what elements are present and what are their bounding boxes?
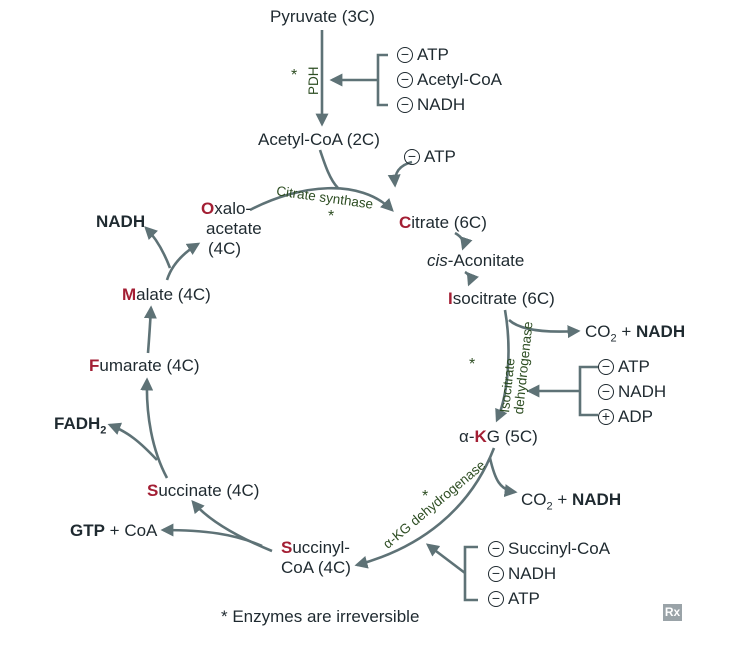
succinate-rest: uccinate (4C)	[158, 481, 260, 500]
fumarate-rest: umarate (4C)	[99, 356, 200, 375]
succinate-to-fumarate-arrow	[140, 377, 169, 479]
gtp-coa-product: GTP + CoA	[70, 521, 158, 540]
malate-label: Malate (4C)	[122, 285, 211, 304]
isocitrate-co2-nadh-product: CO2 + NADH	[585, 322, 686, 345]
oxaloacetate-initial: O	[201, 199, 215, 218]
isocitrate-dh-regulator-atp: −ATP	[598, 357, 650, 376]
cis-prefix: cis	[427, 251, 448, 270]
rx-logo: Rx	[663, 604, 682, 621]
succinyl-coa-line2: CoA (4C)	[281, 558, 351, 577]
succinate-label: Succinate (4C)	[147, 481, 259, 500]
isocitrate-dh-regulator-adp: +ADP	[598, 407, 653, 426]
gtp-branch	[160, 523, 263, 548]
alpha-kg-initial: K	[474, 427, 487, 446]
pdh-enzyme-label: PDH	[306, 66, 321, 95]
citrate-rest: itrate (6C)	[411, 213, 487, 232]
minus-circle-icon: −	[598, 359, 614, 375]
akg-dh-star: *	[422, 488, 429, 505]
fadh2-product: FADH2	[54, 414, 107, 437]
succinyl-coa-to-succinate-arrow	[191, 500, 273, 553]
akg-dh-regulation-arrow	[425, 543, 466, 575]
citrate-label: Citrate (6C)	[399, 213, 487, 232]
isocitrate-dh-star: *	[469, 356, 476, 373]
isocitrate-dh-arrow	[495, 309, 510, 423]
akg-dh-regulator-nadh: −NADH	[488, 564, 556, 583]
citrate-initial: C	[399, 213, 412, 232]
minus-circle-icon: −	[397, 97, 413, 113]
citrate-to-cis-aconitate-arrow	[454, 231, 473, 251]
acetyl-coa-entry-arrow	[318, 149, 339, 189]
fumarate-to-malate-arrow	[143, 305, 157, 354]
isocitrate-label: Isocitrate (6C)	[448, 289, 555, 308]
succinyl-coa-initial: S	[281, 538, 293, 557]
akg-co2-nadh-product: CO2 + NADH	[521, 490, 622, 513]
pdh-regulation-bracket	[376, 53, 388, 107]
isocitrate-rest: socitrate (6C)	[452, 289, 555, 308]
succinyl-coa-label: Succinyl-	[281, 538, 350, 557]
plus-circle-icon: +	[598, 409, 614, 425]
cis-aconitate-rest: -Aconitate	[447, 251, 525, 270]
pdh-regulator-nadh: −NADH	[397, 95, 465, 114]
citrate-synthase-arc	[249, 186, 394, 212]
isocitrate-initial: I	[448, 289, 453, 308]
cis-aconitate-label: cis-Aconitate	[427, 251, 524, 270]
minus-circle-icon: −	[488, 566, 504, 582]
alpha-kg-prefix: α-	[459, 427, 475, 446]
malate-rest: alate (4C)	[136, 285, 211, 304]
alpha-kg-rest: G (5C)	[486, 427, 538, 446]
minus-circle-icon: −	[488, 541, 504, 557]
minus-circle-icon: −	[397, 72, 413, 88]
akg-dh-regulator-succinyl-coa: −Succinyl-CoA	[488, 539, 610, 558]
fadh2-branch	[107, 422, 158, 461]
oxaloacetate-label: Oxalo-	[201, 199, 251, 218]
citrate-synthase-star: *	[328, 208, 335, 225]
minus-circle-icon: −	[397, 47, 413, 63]
oxaloacetate-line2: acetate	[206, 219, 262, 238]
minus-circle-icon: −	[598, 384, 614, 400]
malate-initial: M	[122, 285, 137, 304]
akg-dh-arrow	[354, 447, 496, 569]
footnote: * Enzymes are irreversible	[221, 607, 420, 626]
minus-circle-icon: −	[404, 149, 420, 165]
pdh-star: *	[291, 67, 298, 84]
alpha-kg-label: α-KG (5C)	[459, 427, 538, 446]
succinate-initial: S	[147, 481, 159, 500]
cis-aconitate-to-isocitrate-arrow	[464, 270, 479, 287]
acetyl-coa-label: Acetyl-CoA (2C)	[258, 130, 380, 149]
pdh-regulator-acetyl-coa: −Acetyl-CoA	[397, 70, 502, 89]
akg-dh-regulator-atp: −ATP	[488, 589, 540, 608]
malate-nadh-product: NADH	[96, 212, 146, 231]
akg-dh-regulation-bracket	[463, 545, 478, 602]
isocitrate-dh-regulator-nadh: −NADH	[598, 382, 666, 401]
pdh-regulator-atp: −ATP	[397, 45, 449, 64]
pyruvate-label: Pyruvate (3C)	[270, 7, 375, 26]
malate-nadh-branch	[144, 226, 172, 269]
minus-circle-icon: −	[488, 591, 504, 607]
succinyl-coa-rest: uccinyl-	[292, 538, 350, 557]
fumarate-label: Fumarate (4C)	[89, 356, 200, 375]
isocitrate-dh-regulation-bracket	[578, 365, 598, 417]
akg-co2-branch	[488, 457, 518, 498]
isocitrate-co2-branch	[508, 318, 581, 339]
malate-to-oxaloacetate-arrow	[165, 242, 201, 281]
citrate-synthase-regulator-atp: −ATP	[404, 147, 456, 166]
oxaloacetate-rest: xalo-	[214, 199, 252, 218]
fumarate-initial: F	[89, 356, 100, 375]
oxaloacetate-line3: (4C)	[208, 239, 242, 258]
